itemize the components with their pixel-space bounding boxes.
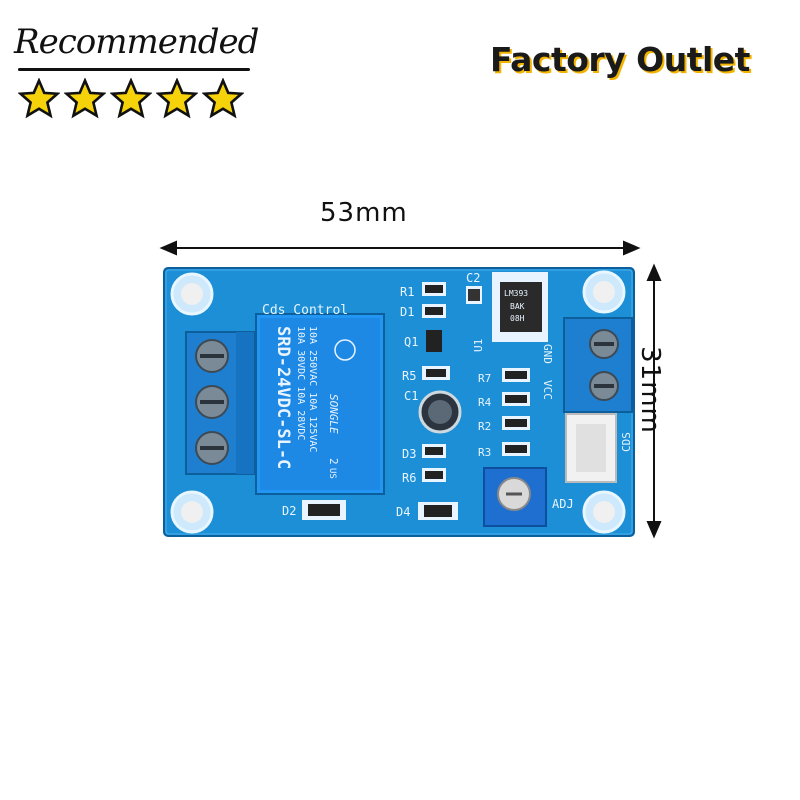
width-dimension-label: 53mm (320, 198, 408, 228)
relay-line-2: 10A 30VDC 10A 28VDC (295, 326, 306, 440)
svg-text:C1: C1 (404, 389, 418, 403)
cds-connector: CDS (565, 413, 633, 483)
relay-mark-us: US (327, 468, 337, 479)
svg-text:D1: D1 (400, 305, 414, 319)
svg-text:08H: 08H (510, 314, 525, 323)
relay-model: SRD-24VDC-SL-C (273, 326, 293, 469)
height-arrow (646, 263, 662, 539)
screw-terminal-left (185, 331, 255, 475)
svg-text:R1: R1 (400, 285, 414, 299)
svg-text:LM393: LM393 (504, 289, 528, 298)
svg-text:CDS: CDS (620, 432, 633, 452)
star-icon (18, 78, 60, 119)
svg-text:D4: D4 (396, 505, 410, 519)
screw-terminal-right: GND VCC (541, 317, 633, 413)
svg-text:U1: U1 (472, 339, 485, 352)
svg-text:R3: R3 (478, 446, 491, 459)
relay-brand: SONGLE (327, 394, 340, 434)
adj-potentiometer: ADJ (483, 467, 574, 527)
recommended-text: Recommended (14, 22, 259, 62)
smd-components: R1 D1 Q1 R5 C1 D3 R6 D4 (396, 282, 462, 520)
label-d2: D2 (282, 504, 296, 518)
svg-text:ADJ: ADJ (552, 497, 574, 511)
rating-stars (18, 78, 244, 120)
width-arrow (159, 240, 641, 256)
lm393-chip: C2 LM393 BAK 08H U1 (466, 271, 548, 352)
svg-text:R5: R5 (402, 369, 416, 383)
svg-text:R6: R6 (402, 471, 416, 485)
relay: Cds Control 10A 250VAC 10A 125VAC 10A 30… (255, 303, 385, 495)
star-icon (110, 78, 152, 119)
brand-title: Factory Outlet (490, 40, 750, 79)
mounting-holes (170, 270, 626, 534)
resistor-column: R7 R4 R2 R3 (478, 368, 530, 459)
svg-text:BAK: BAK (510, 302, 525, 311)
svg-text:R2: R2 (478, 420, 491, 433)
star-icon (64, 78, 106, 119)
svg-text:R4: R4 (478, 396, 492, 409)
svg-text:Q1: Q1 (404, 335, 418, 349)
svg-text:VCC: VCC (541, 380, 554, 400)
svg-text:C2: C2 (466, 271, 480, 285)
svg-text:GND: GND (541, 344, 554, 364)
svg-text:R7: R7 (478, 372, 491, 385)
relay-line-1: 10A 250VAC 10A 125VAC (307, 326, 318, 452)
star-icon (202, 78, 244, 119)
underline-divider (18, 68, 250, 71)
relay-mark-2: 2 (327, 458, 340, 465)
star-icon (156, 78, 198, 119)
board-title: Cds Control (262, 303, 348, 318)
svg-text:D3: D3 (402, 447, 416, 461)
